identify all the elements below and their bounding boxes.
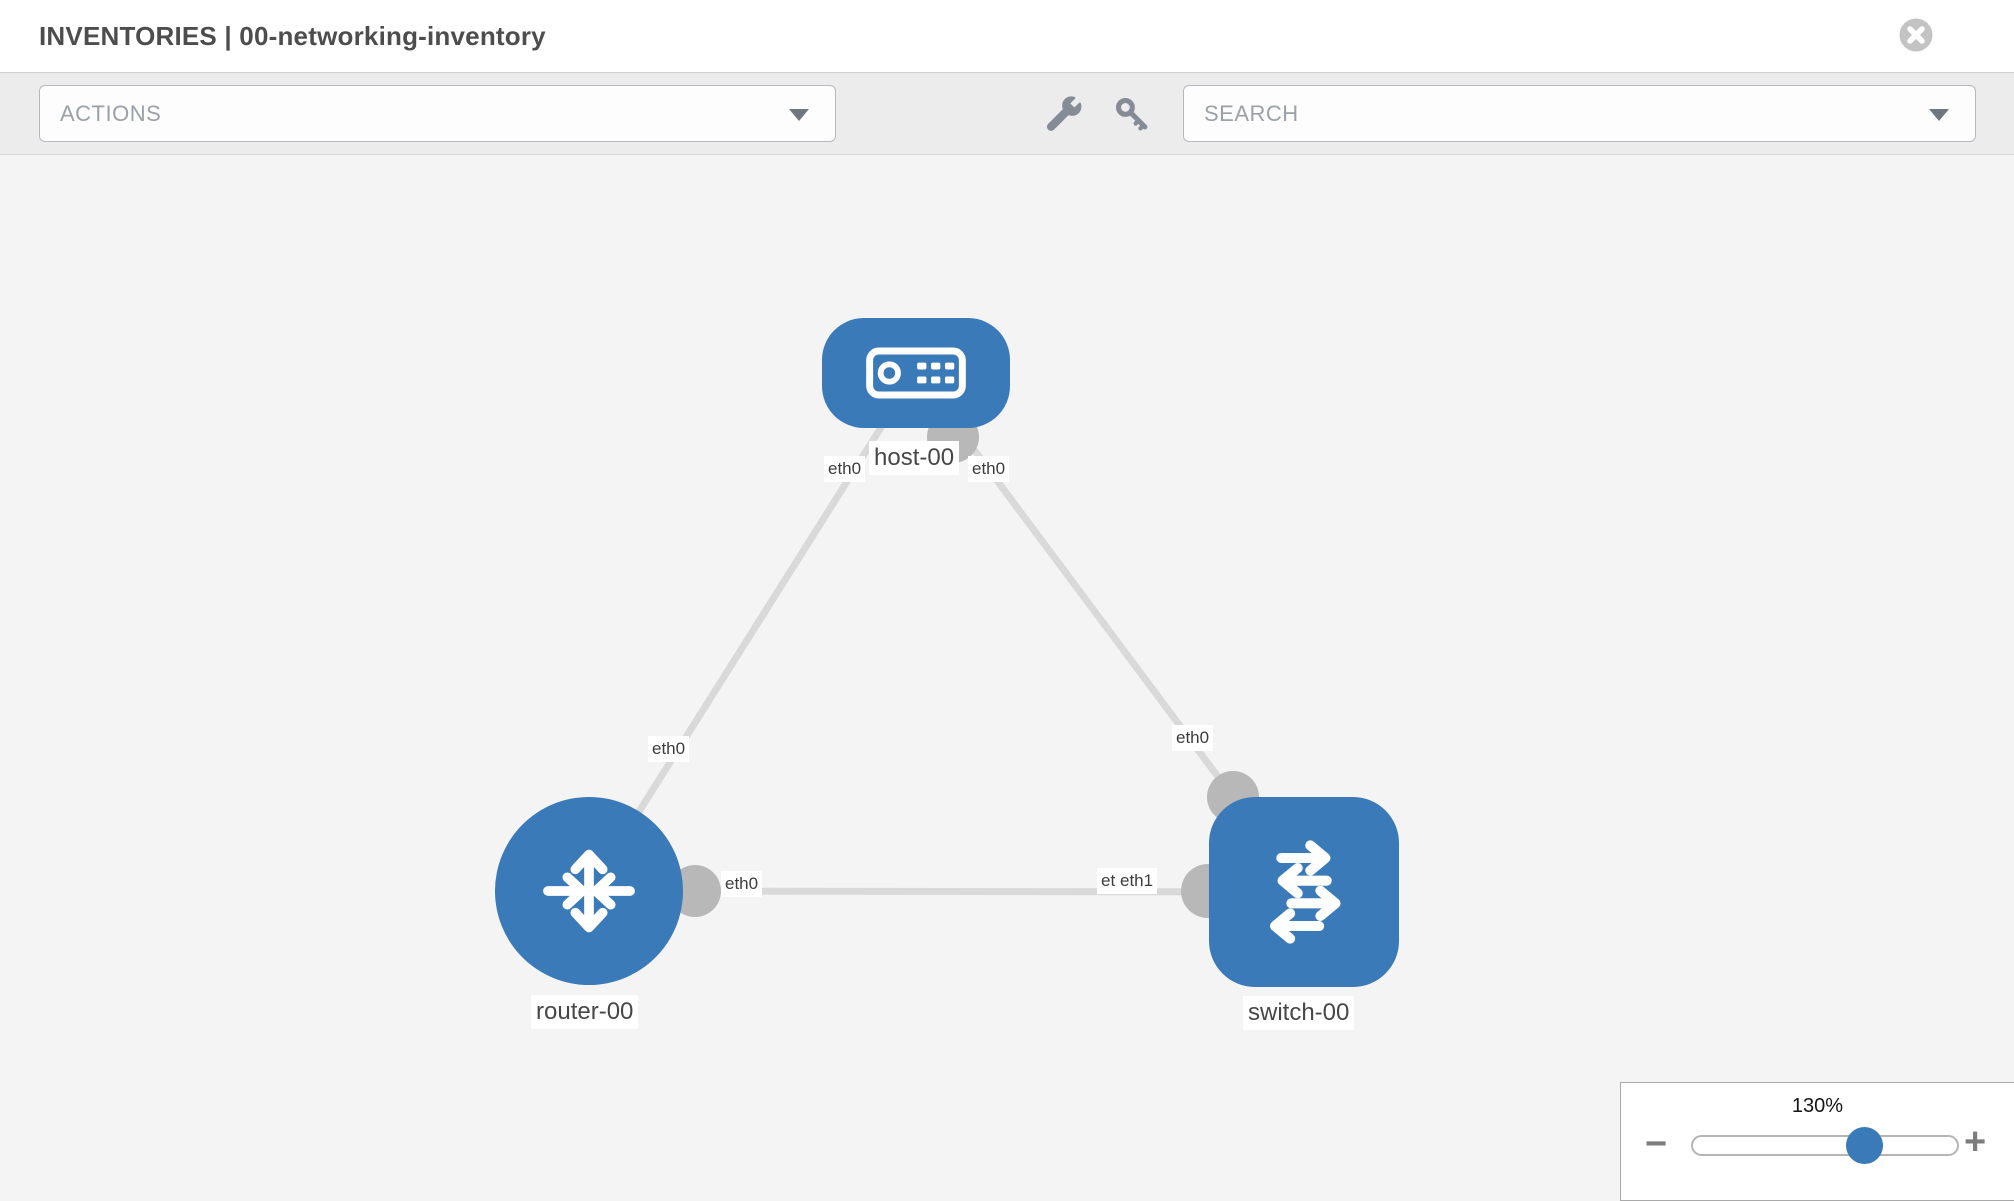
- tools-button[interactable]: [1044, 95, 1084, 135]
- zoom-level-value: 130%: [1791, 1095, 1844, 1117]
- panel-header: INVENTORIES | 00-networking-inventory: [0, 0, 2014, 72]
- host-device-icon: [866, 347, 966, 399]
- key-button[interactable]: [1112, 95, 1152, 135]
- switch-device-icon: [1269, 840, 1341, 944]
- actions-dropdown[interactable]: ACTIONS: [39, 85, 836, 142]
- key-icon: [1115, 97, 1148, 130]
- node-label-host: host-00: [869, 441, 960, 475]
- search-dropdown[interactable]: SEARCH: [1183, 85, 1976, 142]
- wrench-icon: [1046, 96, 1082, 131]
- chevron-down-icon: [789, 109, 809, 121]
- close-button[interactable]: [1898, 17, 1934, 53]
- interface-label: eth0: [1172, 725, 1214, 751]
- router-device-icon: [543, 849, 635, 933]
- node-router-00[interactable]: [495, 797, 683, 985]
- chevron-down-icon: [1929, 109, 1949, 121]
- zoom-slider-knob[interactable]: [1846, 1127, 1883, 1164]
- topology-edges: [586, 369, 1307, 918]
- node-switch-00[interactable]: [1209, 797, 1399, 987]
- interface-label: eth0: [721, 871, 763, 897]
- page-title: INVENTORIES | 00-networking-inventory: [39, 21, 546, 51]
- zoom-in-button[interactable]: +: [1964, 1121, 1987, 1163]
- node-label-router: router-00: [531, 995, 639, 1029]
- interface-label: eth0: [824, 456, 866, 482]
- close-icon: [1899, 18, 1933, 52]
- topology-canvas[interactable]: eth0 host-00 eth0 eth0 eth0 eth0 eth0 et…: [0, 155, 2014, 1201]
- interface-label: eth1: [1116, 868, 1158, 894]
- interface-label: eth0: [648, 736, 690, 762]
- node-host-00[interactable]: [822, 318, 1010, 428]
- zoom-slider-track[interactable]: [1691, 1135, 1959, 1156]
- search-dropdown-label: SEARCH: [1204, 101, 1299, 126]
- zoom-out-button[interactable]: −: [1645, 1123, 1668, 1165]
- interface-label: eth0: [968, 456, 1010, 482]
- node-label-switch: switch-00: [1243, 996, 1355, 1030]
- toolbar: ACTIONS SEARCH: [0, 72, 2014, 155]
- actions-dropdown-label: ACTIONS: [60, 101, 162, 126]
- zoom-widget: 130% − +: [1620, 1082, 2014, 1201]
